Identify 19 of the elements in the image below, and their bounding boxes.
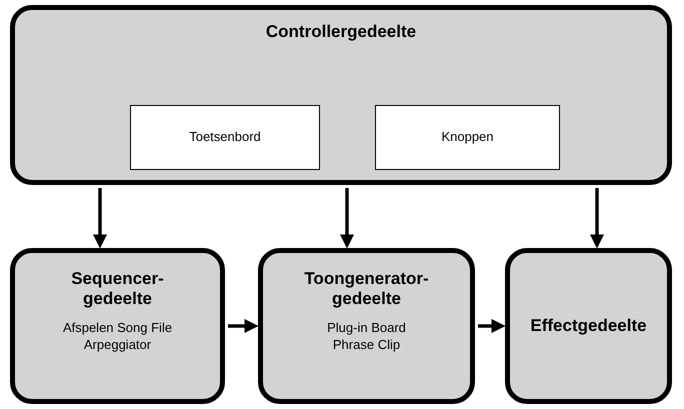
section-heading: Toongenerator-gedeelte xyxy=(303,269,430,308)
module-box xyxy=(258,248,475,404)
arrow xyxy=(340,188,354,248)
section-details: Plug-in Board Phrase Clip xyxy=(326,320,407,354)
section-panel xyxy=(10,5,672,185)
component-box xyxy=(130,105,320,170)
module-box xyxy=(505,248,672,404)
arrow xyxy=(228,319,258,333)
section-details: Afspelen Song File Arpeggiator xyxy=(62,320,174,354)
component-box xyxy=(375,105,560,170)
module-box xyxy=(10,248,225,404)
section-heading: Controllergedeelte xyxy=(266,22,416,42)
box-label: Toetsenbord xyxy=(189,129,261,146)
box-label: Knoppen xyxy=(441,129,494,146)
arrow xyxy=(93,188,107,248)
section-heading: Effectgedeelte xyxy=(530,316,647,336)
arrow xyxy=(590,188,604,248)
section-heading: Sequencer-gedeelte xyxy=(70,269,165,308)
arrow xyxy=(478,319,506,333)
